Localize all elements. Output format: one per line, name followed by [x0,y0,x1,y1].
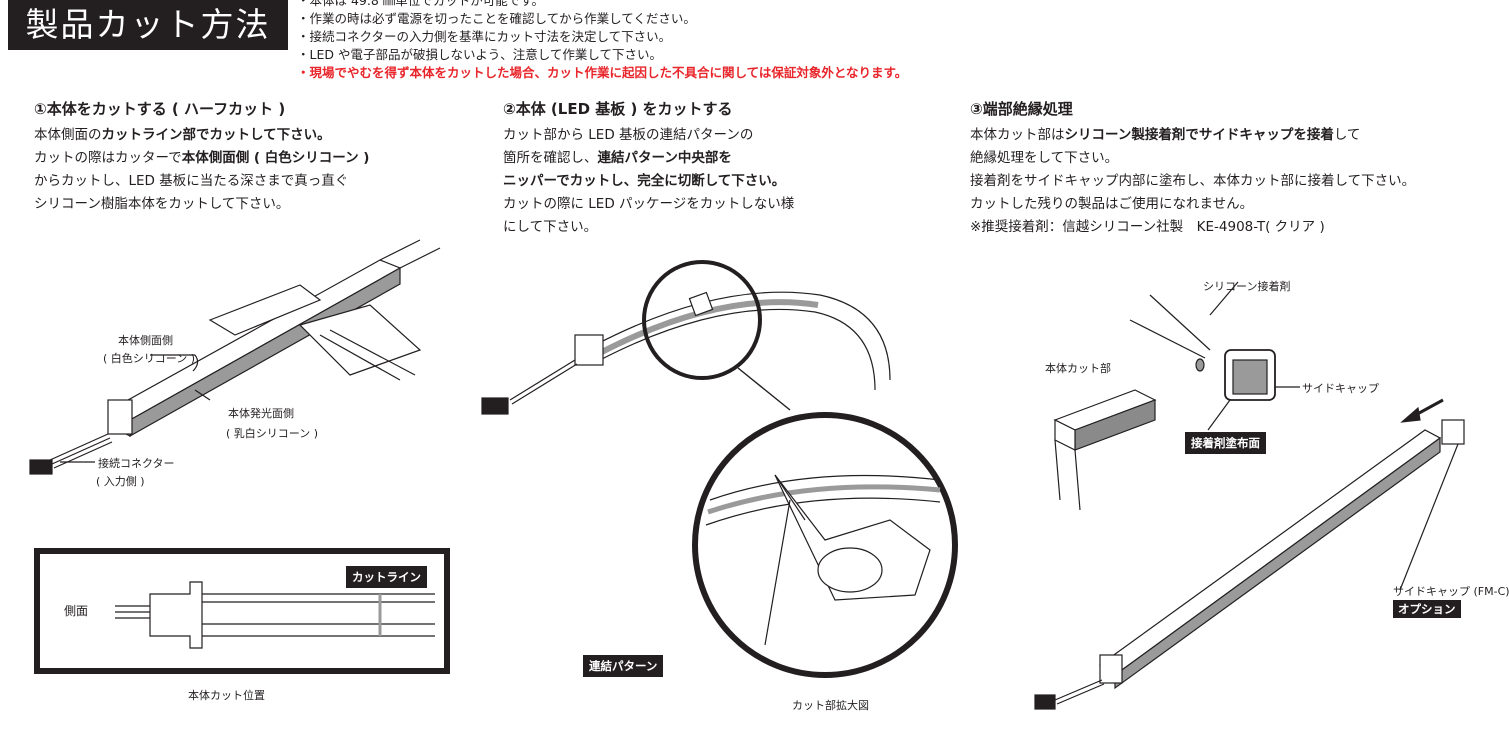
section1-line2: カットの際はカッターで本体側面側 ( 白色シリコーン ) [34,150,370,166]
section1-line4: シリコーン樹脂本体をカットして下さい。 [34,196,290,212]
emit-face-sub: ( 乳白シリコーン ) [226,427,319,440]
warning-note: ・現場でやむを得ず本体をカットした場合、カット作業に起因した不具合に関しては保証… [297,65,908,80]
section1-line1: 本体側面のカットライン部でカットして下さい。 [34,127,331,143]
magnified-caption: カット部拡大図 [792,699,869,712]
side-face-label: 本体側面側 [118,334,173,347]
section3-line2: 絶縁処理をして下さい。 [970,150,1119,166]
adhesive-label: シリコーン接着剤 [1203,280,1291,293]
option-tag: オプション [1393,600,1461,618]
section2-line4: カットの際に LED パッケージをカットしない様 [503,196,795,212]
note-cut-unit: ・本体は 49.8 ㎜単位でカットが可能です。 [297,0,545,8]
connector-label: 接続コネクター [98,457,175,470]
section1-title: ①本体をカットする ( ハーフカット ) [34,100,286,118]
section2-line3: ニッパーでカットし、完全に切断して下さい。 [503,173,786,189]
cutline-tag: カットライン [346,566,427,588]
cut-part-label: 本体カット部 [1045,362,1111,375]
section3-line5: ※推奨接着剤：信越シリコーン社製 KE-4908-T( クリア ) [970,219,1325,235]
cut-position-box [34,548,450,674]
connection-pattern-tag: 連結パターン [583,655,664,677]
section2-title: ②本体 (LED 基板 ) をカットする [503,100,733,118]
side-view-drawing [115,581,435,649]
section2-line1: カット部から LED 基板の連結パターンの [503,127,754,143]
half-cut-illustration [29,239,441,475]
side-cap-label: サイドキャップ [1302,382,1379,395]
section3-line1: 本体カット部はシリコーン製接着剤でサイドキャップを接着して [970,127,1361,143]
section2-line2: 箇所を確認し、連結パターン中央部を [503,150,732,166]
note-power-off: ・作業の時は必ず電源を切ったことを確認してから作業してください。 [297,11,696,26]
pcb-cut-illustration [481,260,958,678]
cut-position-caption: 本体カット位置 [188,689,265,702]
adhesive-surface-tag: 接着剤塗布面 [1185,432,1266,454]
note-careful: ・LED や電子部品が破損しないよう、注意して作業して下さい。 [297,47,662,62]
section1-line3: からカットし、LED 基板に当たる深さまで真っ直ぐ [34,173,349,189]
section3-line3: 接着剤をサイドキャップ内部に塗布し、本体カット部に接着して下さい。 [970,173,1416,189]
section2-line5: にして下さい。 [503,219,598,235]
insulation-illustration [1034,281,1465,710]
connector-sub: ( 入力側 ) [96,475,145,488]
emit-face-label: 本体発光面側 [228,407,294,420]
section3-line4: カットした残りの製品はご使用になれません。 [970,196,1254,212]
section3-title: ③端部絶縁処理 [970,100,1073,118]
note-connector-basis: ・接続コネクターの入力側を基準にカット寸法を決定して下さい。 [297,29,672,44]
side-face-sub: ( 白色シリコーン ) [103,352,196,365]
side-cap-model-label: サイドキャップ (FM-C) [1393,585,1509,598]
side-view-label: 側面 [64,604,89,618]
page-title: 製品カット方法 [8,0,288,50]
